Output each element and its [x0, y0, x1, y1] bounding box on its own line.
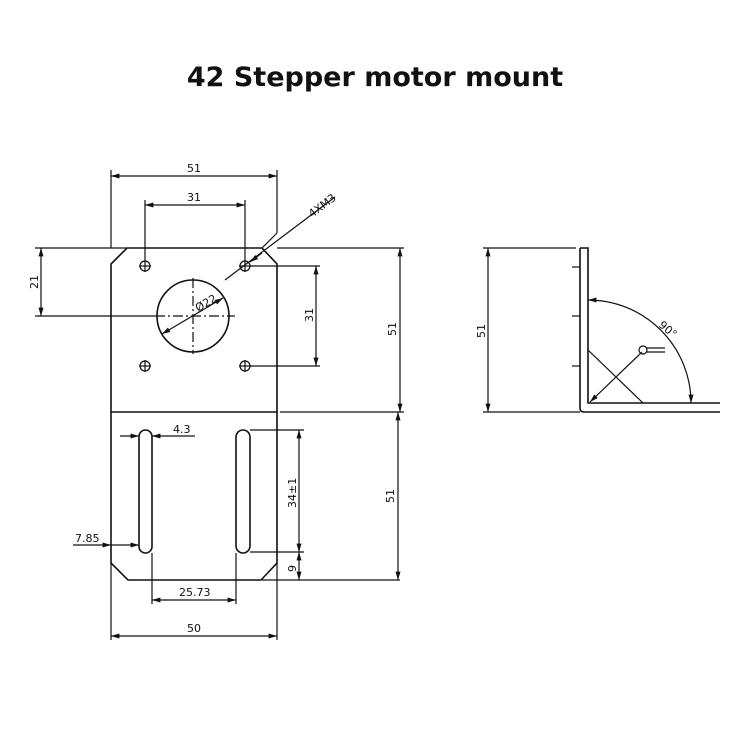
right-slot — [235, 429, 251, 554]
side-profile — [579, 247, 720, 413]
front-view: Ø22 51 31 4XM3 21 31 51 — [28, 162, 404, 640]
side-dim-height: 51 — [475, 324, 488, 338]
angle-label: 90° — [656, 318, 679, 340]
dim-slot-spacing: 25.73 — [179, 586, 211, 599]
dim-slot-length: 34±1 — [286, 478, 299, 508]
bottom-plate-outline — [110, 412, 278, 581]
dim-slot-width: 4.3 — [173, 423, 191, 436]
dim-top-height: 51 — [386, 322, 399, 336]
mounting-holes — [139, 260, 251, 372]
dim-top-width: 51 — [187, 162, 201, 175]
top-plate-outline — [110, 247, 278, 413]
dim-slot-edge-offset: 7.85 — [75, 532, 100, 545]
dim-bottom-width: 50 — [187, 622, 201, 635]
left-slot — [138, 429, 153, 554]
dim-center-offset: 21 — [28, 275, 41, 289]
bore-diameter-label: Ø22 — [193, 292, 219, 315]
dim-slot-bottom-offset: 9 — [286, 565, 299, 572]
dim-bottom-height: 51 — [384, 489, 397, 503]
hole-callout: 4XM3 — [306, 191, 339, 220]
dim-hole-spacing-v: 31 — [303, 308, 316, 322]
drawing-title: 42 Stepper motor mount — [186, 62, 564, 93]
dim-hole-spacing-h: 31 — [187, 191, 201, 204]
side-view: 51 90° — [475, 247, 720, 413]
